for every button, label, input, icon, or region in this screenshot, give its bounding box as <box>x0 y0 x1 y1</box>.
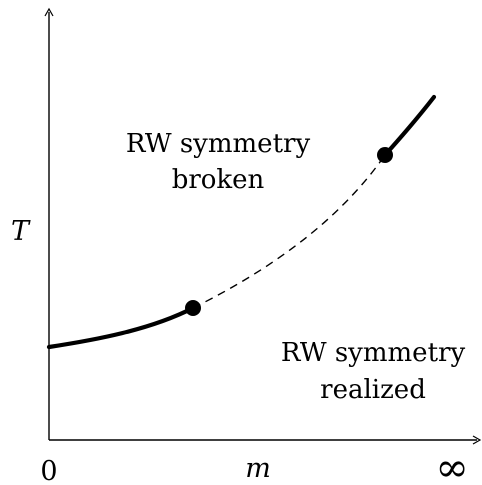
y-axis-label: T <box>11 216 31 247</box>
region-realized-label-line1: RW symmetry <box>281 338 466 368</box>
region-realized-label-line2: realized <box>320 375 426 405</box>
x-infinity-label: ∞ <box>435 445 468 485</box>
region-broken-label-line1: RW symmetry <box>126 129 311 159</box>
critical-point-high <box>377 147 393 163</box>
crossover-line <box>192 154 386 309</box>
transition-line-low-m <box>46 305 196 350</box>
x-axis-label: m <box>245 453 271 484</box>
x-origin-label: 0 <box>40 456 57 485</box>
critical-point-low <box>185 300 201 316</box>
transition-line-high-m <box>382 94 437 158</box>
region-broken-label-line2: broken <box>172 165 265 195</box>
